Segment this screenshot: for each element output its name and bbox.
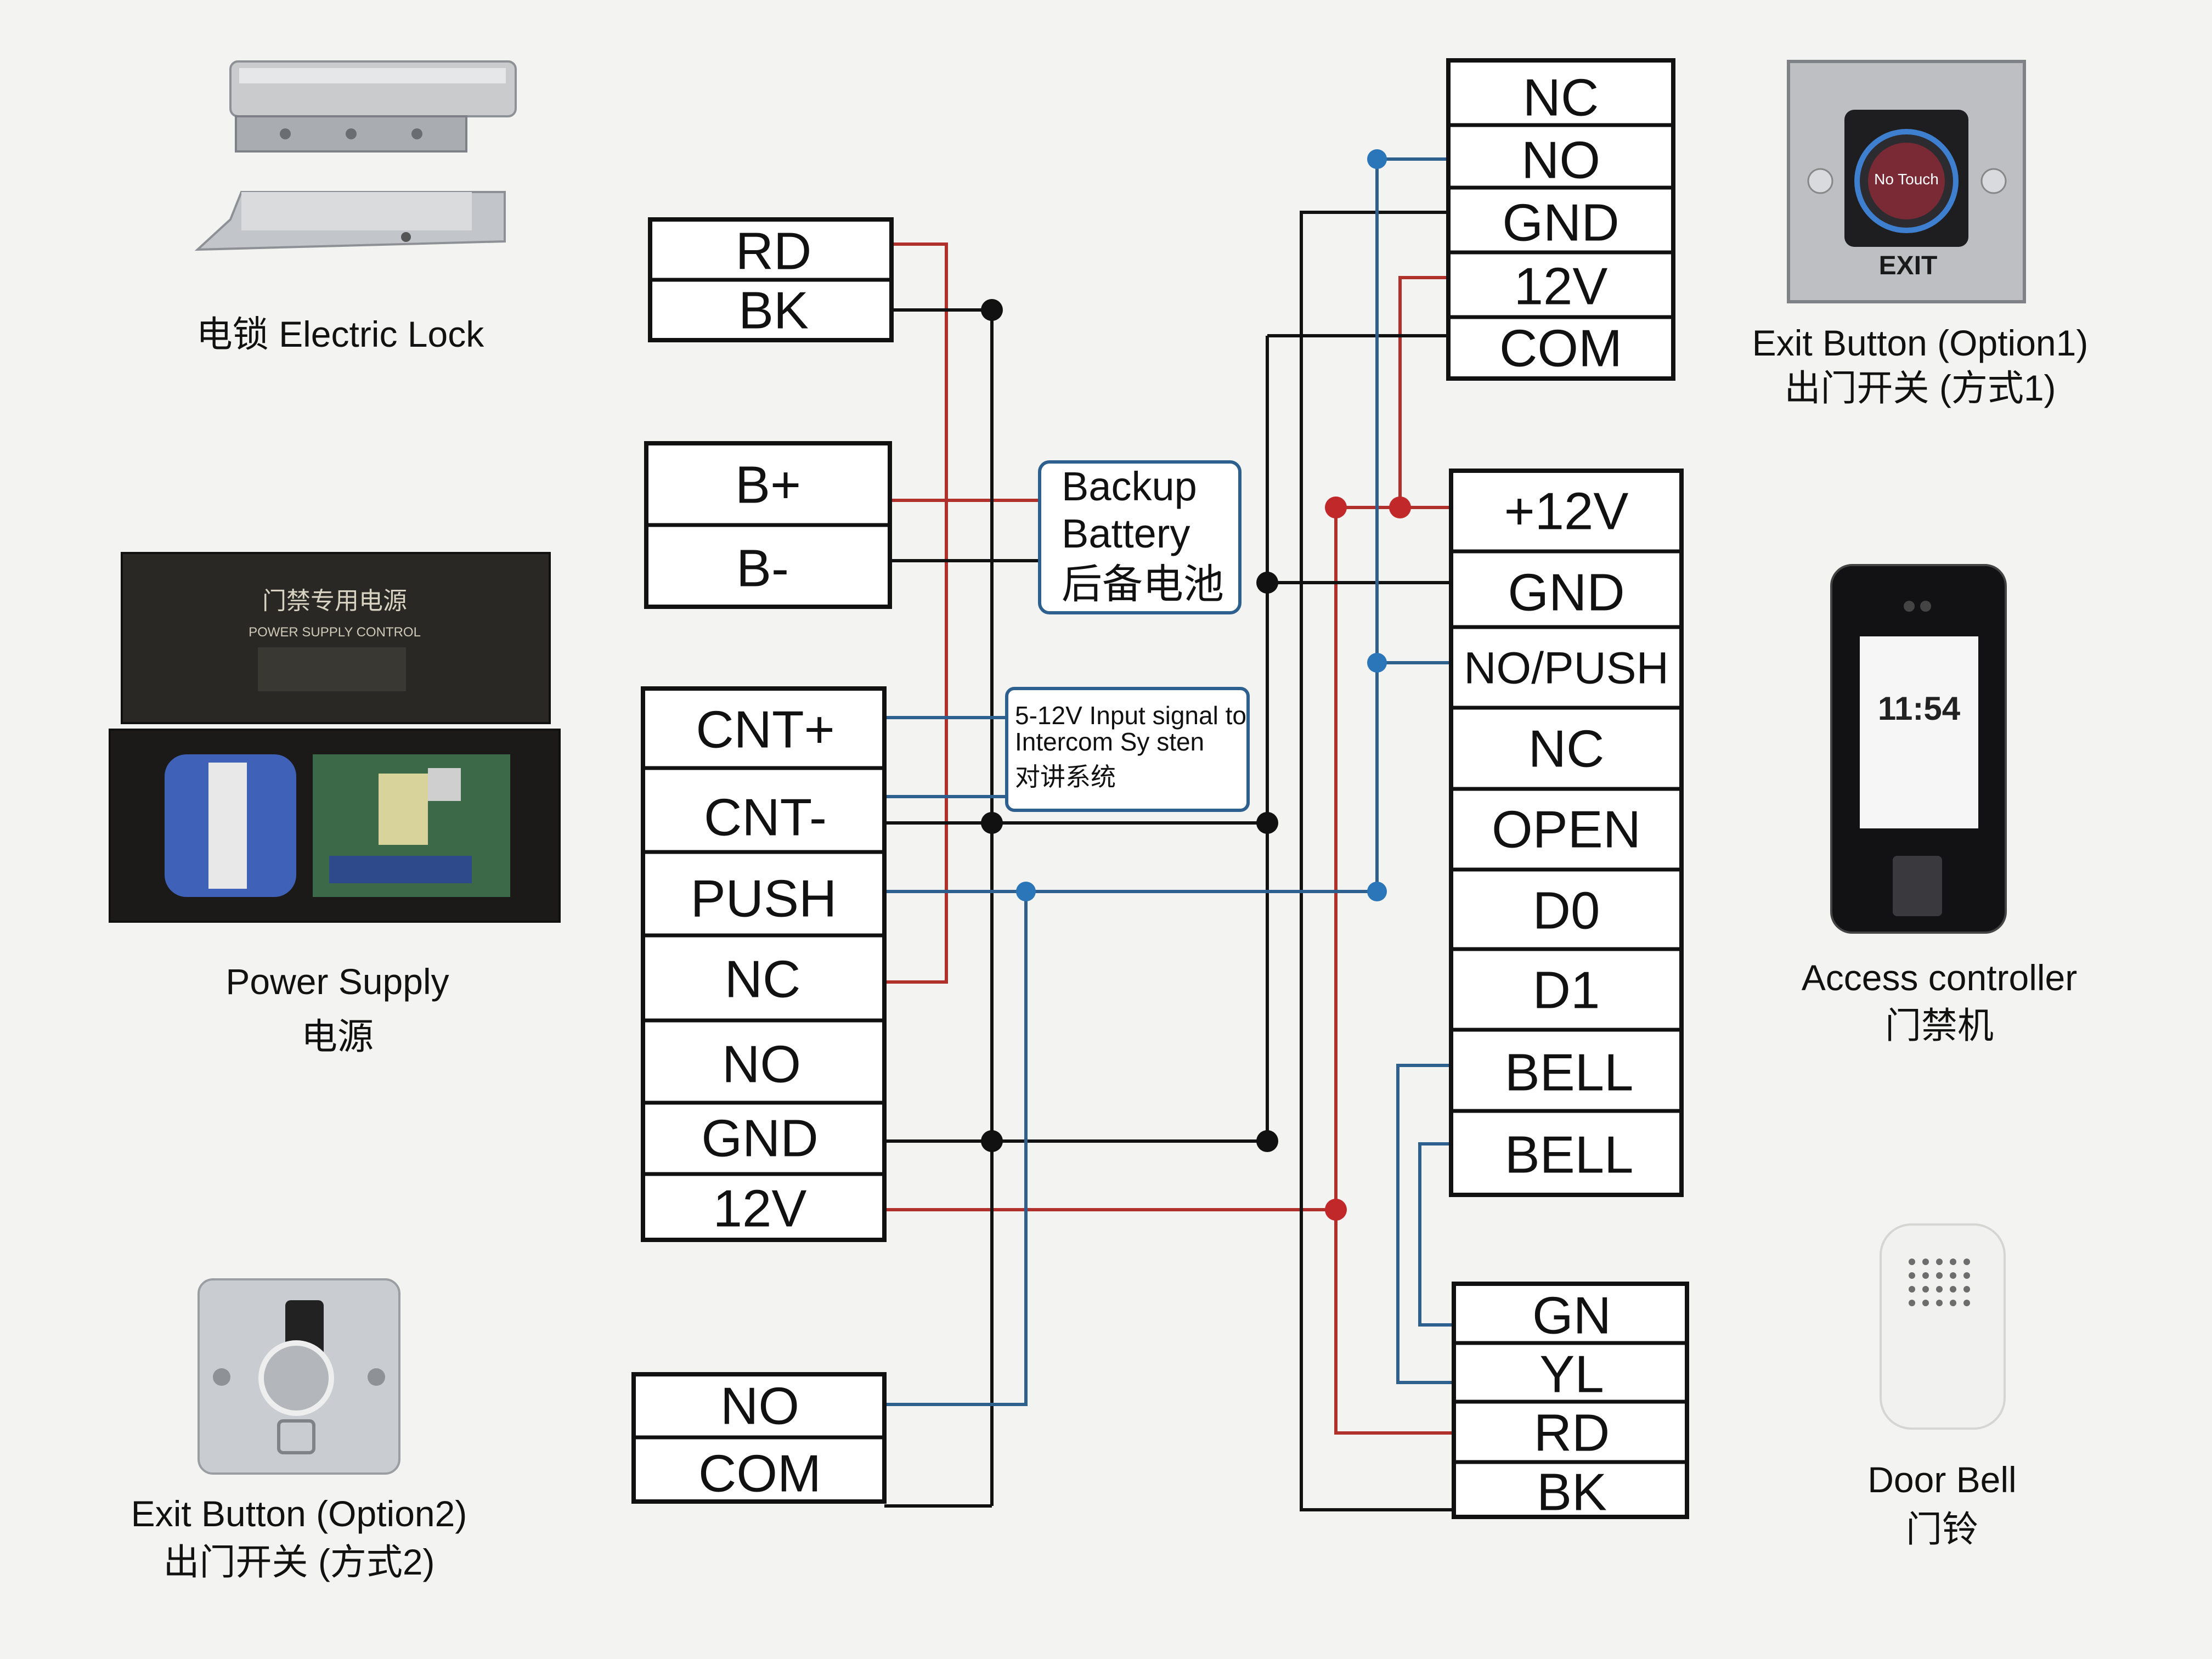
controller-terminal-bell-1: BELL [1505,1043,1634,1102]
wire-exit1-no [1375,157,1454,891]
exit-button-option1-caption-en: Exit Button (Option1) [1752,323,2089,363]
exit-button-option1-image: No Touch EXIT [1787,60,2026,303]
junction-dot [1256,812,1278,834]
controller-terminal-plus-12v: +12V [1504,482,1629,541]
lock-terminal-rd: RD [736,222,812,281]
junction-dot [1389,496,1411,518]
backup-battery-note-line-3: 后备电池 [1062,561,1224,607]
exit2-terminal-com: COM [698,1444,821,1503]
doorbell-terminal-bk: BK [1537,1463,1607,1522]
exit-button-option2-image [198,1278,400,1475]
junction-dot [1367,653,1387,673]
lock-terminal-bk: BK [738,281,809,340]
exit-plate-label: EXIT [1879,251,1938,280]
access-controller-caption-cn: 门禁机 [1885,1005,1994,1046]
exit1-terminal-no: NO [1521,131,1600,190]
backup-battery-note: Backup Battery 后备电池 [1038,460,1242,614]
intercom-note-line-2: Intercom Sy sten [1015,727,1204,756]
junction-dot [1016,882,1036,901]
exit1-terminal-12v: 12V [1514,257,1608,316]
junction-dot [981,812,1003,834]
electric-lock-caption: 电锁 Electric Lock [196,314,484,354]
wire-lock-rd [884,242,948,984]
wire-red-vertical [1334,507,1454,1435]
exit1-terminal-com: COM [1499,319,1622,378]
access-controller-caption-en: Access controller [1802,957,2078,998]
wires [884,149,1454,1511]
intercom-note-line-3: 对讲系统 [1015,763,1116,791]
controller-terminal-d1: D1 [1533,961,1600,1020]
junction-dot [1256,572,1278,594]
psu-terminal-cnt-minus: CNT- [704,788,827,847]
backup-battery-note-line-1: Backup [1062,464,1197,509]
wire-bell1-yl [1396,1064,1454,1384]
controller-terminal-bell-2: BELL [1505,1126,1634,1184]
battery-terminal-block: B+ B- [644,441,892,609]
exit1-terminal-nc: NC [1523,69,1599,127]
wire-exit2-no [884,891,1028,1406]
junction-dot [1367,882,1387,901]
door-bell-caption-en: Door Bell [1867,1459,2016,1500]
exit-button-option1-terminal-block: NC NO GND 12V COM [1446,58,1675,381]
power-supply-image: 门禁专用电源 POWER SUPPLY CONTROL [109,552,561,923]
access-controller-terminal-block: +12V GND NO/PUSH NC OPEN D0 D1 BELL BELL [1449,469,1684,1197]
psu-terminal-nc: NC [725,950,801,1009]
power-supply-caption-en: Power Supply [225,961,449,1002]
psu-terminal-gnd: GND [701,1109,818,1168]
doorbell-terminal-gn: GN [1532,1286,1611,1345]
junction-dot [1256,1130,1278,1152]
controller-terminal-d0: D0 [1533,882,1600,940]
backup-battery-note-line-2: Battery [1062,511,1190,556]
junction-dot [1325,496,1347,518]
doorbell-terminal-rd: RD [1534,1404,1610,1463]
psu-terminal-cnt-plus: CNT+ [696,701,834,759]
psu-subtitle-label: POWER SUPPLY CONTROL [249,625,421,640]
exit2-terminal-no: NO [720,1377,799,1436]
wire-lock-bk [891,308,994,1506]
wire-exit1-12v [1398,276,1454,507]
controller-time-label: 11:54 [1878,690,1961,727]
controller-terminal-gnd: GND [1508,563,1624,622]
access-controller-image: 11:54 [1830,564,2007,934]
door-bell-terminal-block: GN YL RD BK [1452,1282,1689,1522]
exit1-terminal-gnd: GND [1502,194,1619,252]
junction-dot [1325,1199,1347,1221]
power-supply-caption-cn: 电源 [301,1016,374,1057]
lock-terminal-block: RD BK [648,217,894,342]
intercom-note: 5-12V Input signal to Intercom Sy sten 对… [1005,687,1250,812]
psu-terminal-no: NO [722,1035,801,1094]
battery-terminal-b-plus: B+ [735,456,801,515]
door-bell-image [1880,1223,2006,1430]
psu-terminal-push: PUSH [691,870,837,928]
psu-title-label: 门禁专用电源 [262,588,407,614]
battery-terminal-b-minus: B- [736,539,789,598]
controller-terminal-nc: NC [1528,720,1605,778]
psu-terminal-12v: 12V [713,1180,807,1238]
controller-terminal-no-push: NO/PUSH [1464,644,1669,693]
exit-button-option1-caption-cn: 出门开关 (方式1) [1785,368,2056,408]
junction-dot [981,1130,1003,1152]
electric-lock-image [194,60,517,251]
junction-dot [981,299,1003,321]
controller-terminal-open: OPEN [1492,800,1641,859]
exit-button-option2-caption-en: Exit Button (Option2) [131,1493,467,1534]
exit-button-option2-caption-cn: 出门开关 (方式2) [163,1542,435,1582]
door-bell-caption-cn: 门铃 [1906,1509,1978,1549]
exit-button-option2-terminal-block: NO COM [631,1372,887,1504]
junction-dot [1367,149,1387,169]
wire-bell2-gn [1418,1142,1454,1327]
intercom-note-line-1: 5-12V Input signal to [1015,701,1246,730]
doorbell-terminal-yl: YL [1539,1345,1604,1404]
power-supply-terminal-block: CNT+ CNT- PUSH NC NO GND 12V [641,686,887,1242]
exit-button-face-label: No Touch [1874,171,1939,188]
